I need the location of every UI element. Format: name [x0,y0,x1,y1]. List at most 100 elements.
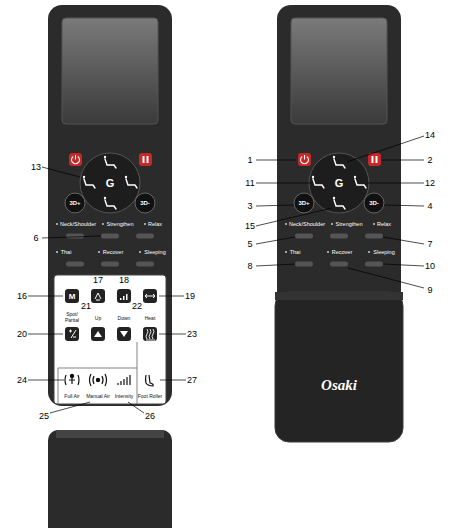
remote-part [312,176,324,188]
leader-lines [28,136,424,413]
remote-part [95,293,101,300]
button-label: Spot/ Partial [60,311,84,323]
remote-part [384,205,424,206]
remote-part [137,342,138,404]
remote-part [144,223,146,225]
callout-number: 17 [93,275,103,285]
remote-part [145,294,155,298]
remote-part [94,331,102,337]
remote-part [50,402,90,413]
remote-part [117,327,131,341]
remote-part [65,193,85,213]
button-label: Down [118,315,131,321]
callout-number: 7 [427,239,432,249]
remote-part [28,380,64,381]
button-glyph: G [106,177,115,189]
remote-part [285,223,375,253]
callout-number: 2 [427,155,432,165]
remote-part [347,136,424,162]
remote-part [65,289,79,303]
remote-part [382,160,424,161]
remote-part [90,374,107,386]
callout-number: 10 [425,261,435,271]
callout-number: 20 [17,329,27,339]
callout-number: 22 [132,301,142,311]
remote-part [147,156,149,163]
button-label: Neck/Shoulder [289,221,325,227]
button-label: Intensity [115,393,134,399]
button-label: Thai [61,249,72,255]
remote-part [368,153,381,166]
button-label: Foot Roller [138,393,162,399]
callout-number: 12 [425,178,435,188]
remote-part [277,5,401,305]
remote-part [123,296,125,300]
remote-part [383,237,424,244]
callout-number: 8 [247,261,252,271]
button-label: Recover [103,249,123,255]
remote-part [42,236,101,238]
callout-number: 15 [245,221,255,231]
left-remote [48,5,172,528]
callout-number: 9 [427,285,432,295]
button-label: Sleeping [373,249,394,255]
brand-logo: Osaki [321,377,357,394]
remote-part [28,334,63,335]
remote-part [96,378,99,381]
remote-part [48,5,172,406]
remote-part [135,193,155,213]
remote-part [91,289,105,303]
remote-part [330,234,348,239]
callout-number: 27 [187,375,197,385]
remote-part [275,292,403,442]
remote-part [125,176,137,188]
remote-part [146,375,154,386]
remote-part [75,155,76,160]
button-label: Thai [290,249,301,255]
callout-number: 16 [17,291,27,301]
remote-part [333,197,345,209]
remote-part [295,234,383,267]
remote-part [58,368,59,404]
button-glyph: G [335,177,344,189]
remote-part [373,223,375,225]
remote-part [139,251,141,253]
remote-part [66,234,84,239]
remote-part [69,153,82,166]
callout-number: 11 [245,178,254,188]
remote-part [256,208,332,226]
remote-part [309,153,369,213]
remote-part [354,176,366,188]
remote-part [159,334,186,335]
callout-number: 24 [17,375,27,385]
remote-part [101,262,119,267]
callout-number: 23 [187,329,197,339]
callout-number: 3 [247,201,252,211]
remote-part [256,205,294,206]
callout-number: 13 [31,162,41,172]
button-label: Recover [332,249,352,255]
remote-part [66,234,154,267]
button-glyph: M [69,292,76,301]
remote-part [65,374,153,386]
remote-part [291,18,387,124]
remote-part [104,197,116,209]
remote-part [295,234,313,239]
remote-part [327,251,329,253]
callout-number: 25 [39,411,49,421]
remote-part [91,327,105,341]
button-glyph: 3D+ [69,200,80,206]
remote-part [294,193,314,213]
remote-part [143,289,157,303]
remote-part [117,289,131,303]
remote-part [364,193,384,213]
remote-part [159,296,184,297]
remote-part [256,183,311,184]
remote-part [70,374,73,377]
remote-part [365,262,383,267]
remote-part [333,156,345,168]
remote-part [58,368,137,369]
remote-part [126,294,128,300]
